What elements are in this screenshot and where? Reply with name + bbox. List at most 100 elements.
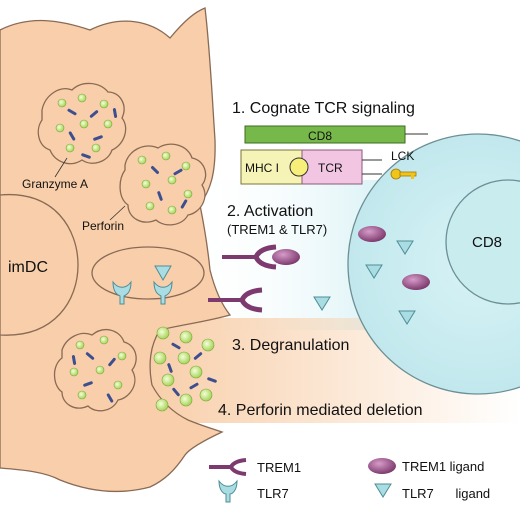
tlr7-ligand-3: [313, 296, 331, 311]
granzyme-granule: [113, 380, 123, 390]
lck-label: LCK: [391, 149, 414, 163]
granzyme-granule: [69, 367, 79, 377]
perforin-granule: [93, 135, 103, 141]
tlr7-ligand-endosome: [154, 265, 172, 282]
legend-trem1-label: TREM1: [257, 460, 301, 475]
granzyme-granule: [155, 398, 169, 412]
granzyme-granule: [145, 201, 155, 211]
granzyme-granule: [57, 98, 67, 108]
tcr: [301, 149, 363, 185]
perforin-granule: [193, 352, 203, 360]
granzyme-granule: [161, 151, 171, 161]
legend-tlr7-label: TLR7: [257, 486, 289, 501]
trem1-ligand-bound: [272, 249, 300, 265]
perforin-granule: [89, 110, 99, 118]
perforin-granule: [85, 352, 95, 360]
tlr7-ligand-1: [396, 240, 414, 255]
perforin-granule: [189, 382, 199, 390]
peptide: [289, 157, 309, 177]
trem1-ligand-1: [358, 226, 386, 242]
granzyme-label: Granzyme A: [22, 177, 88, 191]
granzyme-granule: [95, 365, 105, 375]
granzyme-granule: [117, 351, 127, 361]
cd8-t-cell-nucleus: [445, 179, 520, 305]
endosome: [91, 246, 205, 300]
granzyme-granule: [181, 161, 191, 171]
perforin-granule: [108, 357, 116, 367]
tcr-label: TCR: [318, 161, 343, 175]
granzyme-granule: [99, 335, 109, 345]
granzyme-granule: [177, 351, 191, 365]
lck-icon: [390, 168, 417, 180]
perforin-granule: [67, 108, 77, 116]
perforin-granule: [171, 342, 181, 350]
step2-sub-label: (TREM1 & TLR7): [227, 222, 327, 237]
granzyme-granule: [65, 143, 75, 153]
tcell-label: CD8: [472, 234, 502, 251]
tlr7-receptor-1: [112, 280, 132, 305]
granzyme-granule: [91, 143, 101, 153]
perforin-granule: [180, 199, 188, 209]
granzyme-granule: [201, 338, 215, 352]
granzyme-granule: [77, 93, 87, 103]
legend-trem1-ligand-label: TREM1 ligand: [402, 459, 484, 474]
granzyme-granule: [183, 189, 193, 199]
granzyme-granule: [103, 119, 113, 129]
perforin-granule: [106, 393, 114, 403]
granzyme-granule: [153, 351, 167, 365]
granzyme-pointer: [54, 157, 68, 178]
step4-label: 4. Perforin mediated deletion: [218, 402, 423, 419]
granzyme-granule: [167, 175, 177, 185]
perforin-granule: [157, 191, 163, 201]
granzyme-granule: [161, 373, 175, 387]
granzyme-granule: [75, 340, 85, 350]
granzyme-granule: [99, 99, 109, 109]
perforin-granule: [151, 166, 159, 174]
granzyme-granule: [141, 179, 151, 189]
tlr7-ligand-2: [365, 264, 383, 279]
mhc-label: MHC I: [245, 161, 279, 175]
trem1-ligand-2: [402, 274, 430, 290]
perforin-granule: [81, 153, 91, 159]
perforin-granule: [112, 108, 118, 118]
granzyme-granule: [77, 390, 87, 400]
granzyme-granule: [179, 393, 193, 407]
granzyme-granule: [156, 326, 170, 340]
step3-label: 3. Degranulation: [232, 337, 349, 354]
trem1-receptor-2: [208, 287, 263, 313]
perforin-granule: [172, 387, 180, 397]
granzyme-granule: [55, 123, 65, 133]
perforin-granule: [71, 355, 77, 365]
perforin-granule: [68, 131, 76, 141]
tlr7-receptor-2: [153, 280, 173, 305]
perforin-granule: [83, 381, 93, 387]
granzyme-granule: [199, 388, 213, 402]
step1-label: 1. Cognate TCR signaling: [232, 100, 415, 117]
perforin-label: Perforin: [82, 219, 124, 233]
trem1-receptor-1: [222, 244, 277, 270]
perforin-granule: [173, 168, 183, 176]
perforin-granule: [167, 363, 173, 373]
legend-tlr7-icon: [218, 479, 238, 503]
dc-nucleus: [0, 194, 79, 336]
granzyme-granule: [179, 330, 193, 344]
vesicle-lower: [53, 329, 137, 412]
legend-trem1-icon: [209, 458, 247, 476]
cd8-bar-label: CD8: [308, 129, 332, 143]
legend-tlr7-ligand-label: TLR7 ligand: [402, 486, 490, 501]
perforin-granule: [207, 377, 217, 383]
perforin-pointer: [109, 205, 126, 221]
granzyme-granule: [79, 119, 89, 129]
legend: TREM1 TLR7 TREM1 ligand TLR7 ligand: [209, 458, 490, 503]
tlr7-ligand-4: [398, 310, 416, 325]
step2-label: 2. Activation: [227, 203, 313, 220]
legend-trem1-ligand-icon: [368, 458, 396, 474]
granzyme-granule: [137, 155, 147, 165]
granzyme-granule: [167, 205, 177, 215]
legend-tlr7-ligand-icon: [374, 483, 392, 498]
granules: [55, 93, 217, 412]
granzyme-granule: [189, 365, 203, 379]
dc-label: imDC: [8, 259, 48, 276]
